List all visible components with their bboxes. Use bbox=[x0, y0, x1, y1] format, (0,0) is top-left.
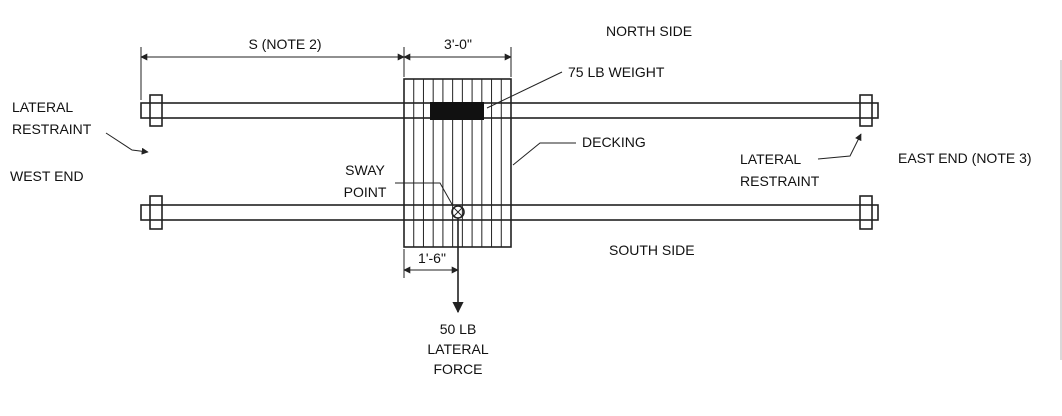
deck-width-label: 3'-0" bbox=[444, 36, 472, 52]
south-beam bbox=[140, 195, 879, 230]
north-side-label: NORTH SIDE bbox=[606, 23, 692, 39]
south-side-label: SOUTH SIDE bbox=[609, 242, 695, 258]
south-beam-body bbox=[140, 204, 879, 221]
south-beam-east-post bbox=[859, 195, 873, 230]
span-label: S (NOTE 2) bbox=[248, 36, 321, 52]
lateral-force-label-line3: FORCE bbox=[434, 361, 483, 377]
north-beam bbox=[140, 94, 879, 127]
decking-label: DECKING bbox=[582, 134, 646, 150]
sway-point-label-line2: POINT bbox=[344, 184, 387, 200]
sway-point-leader bbox=[395, 182, 454, 207]
weight-block bbox=[430, 102, 484, 120]
right-restraint-label-line1: LATERAL bbox=[740, 151, 801, 167]
east-end-label: EAST END (NOTE 3) bbox=[898, 150, 1032, 166]
sway-point-label-line1: SWAY bbox=[345, 162, 385, 178]
weight-label: 75 LB WEIGHT bbox=[568, 64, 665, 80]
weight-leader bbox=[486, 71, 563, 109]
span-dimension: S (NOTE 2) bbox=[140, 36, 405, 100]
north-beam-east-post bbox=[859, 94, 873, 127]
north-beam-body bbox=[140, 102, 879, 119]
right-edge-shadow bbox=[1060, 60, 1062, 360]
left-restraint-label-line1: LATERAL bbox=[12, 99, 73, 115]
left-restraint-label-line2: RESTRAINT bbox=[12, 121, 92, 137]
south-beam-west-post bbox=[149, 195, 163, 230]
left-restraint-leader bbox=[105, 132, 149, 155]
west-end-label: WEST END bbox=[10, 168, 84, 184]
right-restraint-leader bbox=[817, 133, 862, 160]
north-beam-west-post bbox=[149, 94, 163, 127]
sway-offset-dimension: 1'-6" bbox=[403, 249, 459, 278]
leader-lines bbox=[105, 71, 862, 207]
sway-offset-label: 1'-6" bbox=[418, 250, 446, 266]
lateral-force-label-line2: LATERAL bbox=[427, 341, 488, 357]
lateral-force-label-line1: 50 LB bbox=[440, 321, 477, 337]
deck-width-dimension: 3'-0" bbox=[403, 36, 512, 77]
decking-leader bbox=[512, 142, 576, 166]
right-restraint-label-line2: RESTRAINT bbox=[740, 173, 820, 189]
